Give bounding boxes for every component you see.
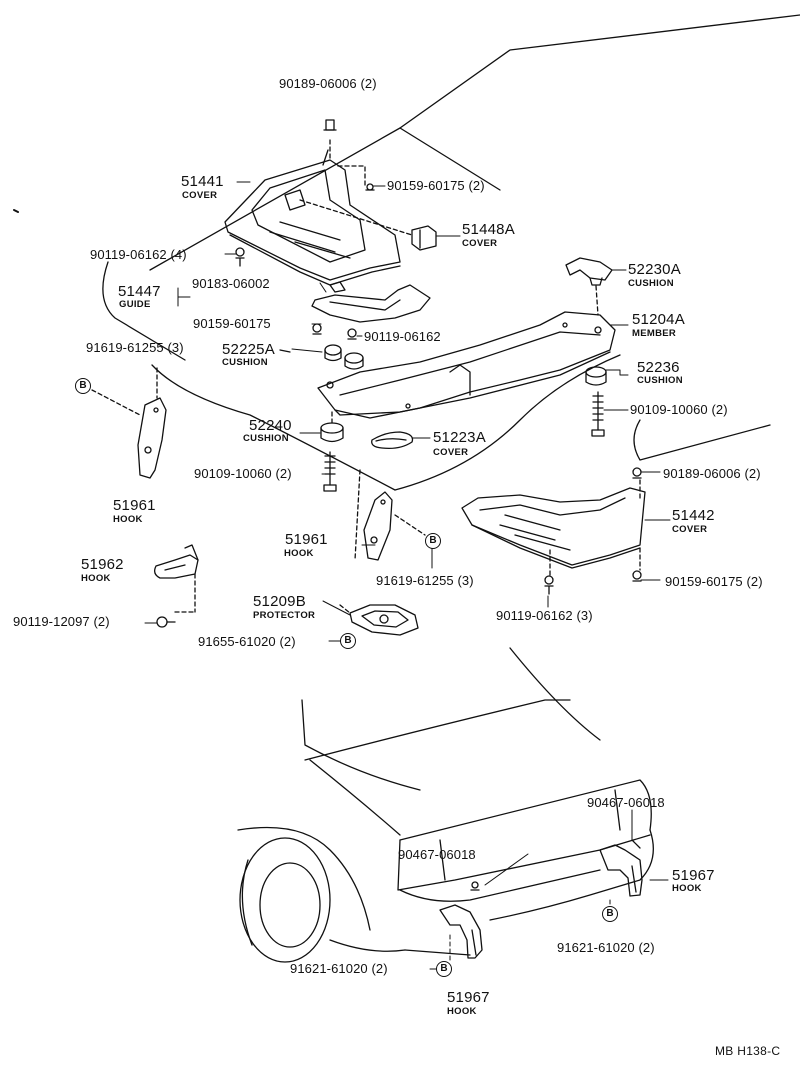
callout-52225a-label: CUSHION — [222, 357, 268, 368]
misc-lines — [13, 209, 291, 353]
callout-51442: 51442 — [672, 507, 715, 524]
callout-51967-bottom: 51967 — [447, 989, 490, 1006]
callout-52230a: 52230A — [628, 261, 681, 278]
callout-90119-12097: 90119-12097 (2) — [13, 614, 110, 629]
callout-90119-06162-3: 90119-06162 (3) — [496, 608, 593, 623]
protector-51209b-part — [339, 604, 419, 636]
callout-51967-right: 51967 — [672, 867, 715, 884]
cushion-52230a-part — [565, 257, 613, 316]
callout-51204a-label: MEMBER — [632, 328, 677, 339]
callout-91621-61020-left: 91621-61020 (2) — [290, 961, 388, 976]
callout-90189-06006-top: 90189-06006 (2) — [279, 76, 377, 91]
callout-52236: 52236 — [637, 359, 680, 376]
ref-marker-b-3: B — [340, 633, 356, 649]
ref-marker-b-5: B — [436, 961, 452, 977]
ref-marker-b-2: B — [425, 533, 441, 549]
cover-51448a-part — [379, 224, 437, 251]
ref-marker-b-4: B — [602, 906, 618, 922]
callout-51962-label: HOOK — [81, 573, 111, 584]
callout-51961-left: 51961 — [113, 497, 156, 514]
callout-51442-label: COVER — [672, 524, 708, 535]
callout-51961-left-label: HOOK — [113, 514, 143, 525]
callout-90183-06002: 90183-06002 — [192, 276, 270, 291]
callout-51448a-label: COVER — [462, 238, 498, 249]
callout-90119-06162-mid: 90119-06162 — [364, 329, 441, 344]
cover-51223a-part — [371, 431, 414, 450]
hook-51967-part — [439, 844, 643, 959]
cushion-52225a-part — [324, 344, 364, 370]
ref-marker-b-1: B — [75, 378, 91, 394]
callout-90189-06006-right: 90189-06006 (2) — [663, 466, 761, 481]
callout-52240: 52240 — [249, 417, 292, 434]
cushion-52236-part — [585, 366, 607, 437]
callout-51962: 51962 — [81, 556, 124, 573]
callout-91619-61255-left: 91619-61255 (3) — [86, 340, 184, 355]
callout-52230a-label: CUSHION — [628, 278, 674, 289]
callout-51441: 51441 — [181, 173, 224, 190]
callout-51447: 51447 — [118, 283, 161, 300]
callout-51448a: 51448A — [462, 221, 515, 238]
hook-51962-part — [154, 544, 199, 613]
callout-52225a: 52225A — [222, 341, 275, 358]
rear-car-body — [237, 647, 654, 963]
callout-51223a-label: COVER — [433, 447, 469, 458]
callout-90467-06018-left: 90467-06018 — [398, 847, 476, 862]
callout-52240-label: CUSHION — [243, 433, 289, 444]
callout-51209b: 51209B — [253, 593, 306, 610]
callout-51223a: 51223A — [433, 429, 486, 446]
leader-lines — [144, 181, 671, 970]
callout-91621-61020-right: 91621-61020 (2) — [557, 940, 655, 955]
callout-91655-61020: 91655-61020 (2) — [198, 634, 296, 649]
member-51204a-part — [317, 311, 616, 419]
callout-90159-60175-right: 90159-60175 (2) — [665, 574, 763, 589]
callout-51961-mid: 51961 — [285, 531, 328, 548]
cover-51442-part — [461, 479, 646, 576]
callout-90109-10060-right: 90109-10060 (2) — [630, 402, 728, 417]
callout-91619-61255-mid: 91619-61255 (3) — [376, 573, 474, 588]
callout-51967-right-label: HOOK — [672, 883, 702, 894]
callout-90467-06018-right: 90467-06018 — [587, 795, 665, 810]
callout-52236-label: CUSHION — [637, 375, 683, 386]
callout-51209b-label: PROTECTOR — [253, 610, 316, 621]
bolts — [156, 183, 642, 628]
callout-90119-06162-4: 90119-06162 (4) — [90, 247, 187, 262]
hood-outline — [102, 14, 800, 491]
cover-51441-part — [224, 119, 401, 286]
callout-90109-10060-left: 90109-10060 (2) — [194, 466, 292, 481]
callout-51961-mid-label: HOOK — [284, 548, 314, 559]
callout-90159-60175-mid: 90159-60175 — [193, 316, 271, 331]
hook-51961-part — [91, 367, 426, 561]
callout-90159-60175-top: 90159-60175 (2) — [387, 178, 485, 193]
cushion-52240-part — [151, 364, 396, 492]
drawing-id: MB H138-C — [715, 1044, 781, 1058]
callout-51447-label: GUIDE — [119, 299, 151, 310]
callout-51441-label: COVER — [182, 190, 218, 201]
callout-51204a: 51204A — [632, 311, 685, 328]
guide-51447-part — [311, 281, 431, 323]
callout-51967-bottom-label: HOOK — [447, 1006, 477, 1017]
